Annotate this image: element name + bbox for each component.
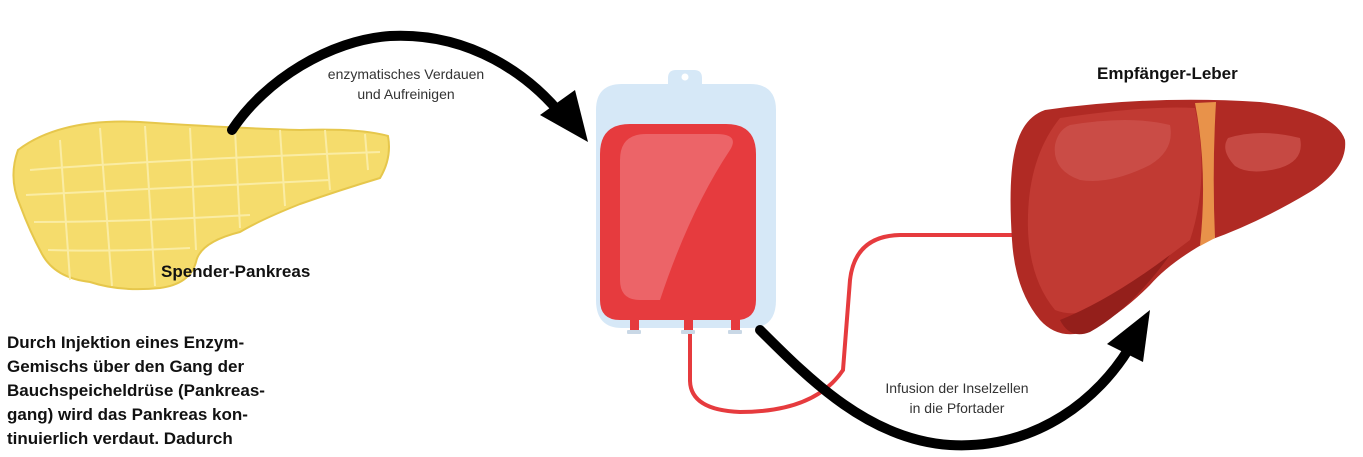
step-infusion-label: Infusion der Inselzellen in die Pfortade…	[852, 378, 1062, 418]
arrow-digestion	[227, 30, 588, 142]
pancreas-label: Spender-Pankreas	[161, 262, 311, 281]
step-digestion-label: enzymatisches Verdauen und Aufreinigen	[296, 64, 516, 104]
step-digestion-line-1: enzymatisches Verdauen	[327, 66, 485, 82]
description-text: Durch Injektion eines Enzym- Gemischs üb…	[7, 333, 265, 448]
liver-label: Empfänger-Leber	[1097, 64, 1238, 83]
step-digestion-line-2: und Aufreinigen	[357, 86, 455, 102]
step-infusion-line-2: in die Pfortader	[909, 400, 1005, 416]
arrow-infusion	[755, 310, 1150, 451]
infusion-tube	[688, 233, 1012, 415]
blood-bag-illustration	[596, 70, 776, 334]
step-infusion-line-1: Infusion der Inselzellen	[885, 380, 1029, 396]
pancreas-illustration	[12, 120, 390, 291]
liver-illustration	[1010, 99, 1346, 335]
